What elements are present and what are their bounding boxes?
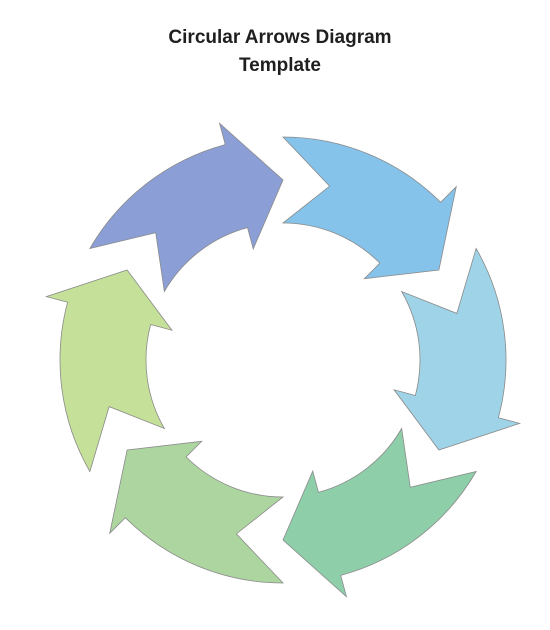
arrow-segment-6: [109, 440, 285, 584]
arrow-segment-3: [281, 136, 457, 280]
arrow-segment-5: [282, 427, 477, 598]
arrow-segment-1: [44, 269, 173, 473]
diagram-title-line-1: Circular Arrows Diagram: [168, 27, 392, 48]
arrow-segment-4: [393, 247, 522, 451]
arrow-segment-2: [89, 122, 284, 293]
diagram-title-line-2: Template: [238, 55, 321, 76]
diagram-title: Circular Arrows Diagram Template: [0, 24, 550, 80]
